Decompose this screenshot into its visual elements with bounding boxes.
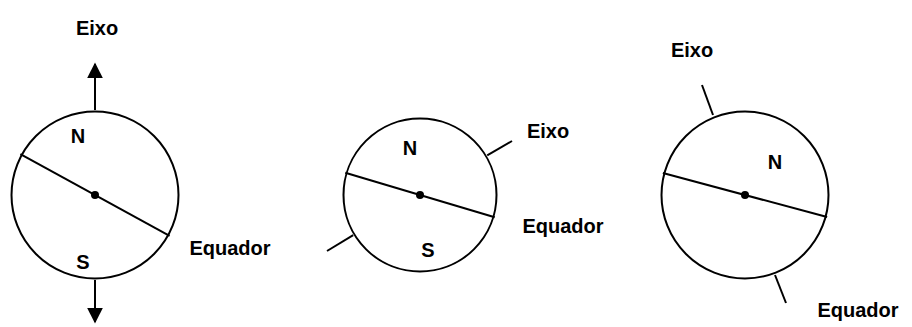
globe-circle: NS — [10, 110, 180, 280]
globe-circle: N — [660, 110, 830, 280]
globe-circle: NS — [342, 117, 498, 273]
hemisphere-label: S — [421, 240, 434, 260]
line-label: Eixo — [76, 18, 118, 38]
hemisphere-label: N — [768, 152, 782, 172]
line-label: Equador — [189, 238, 270, 258]
line-label: Eixo — [671, 40, 713, 60]
hemisphere-label: S — [76, 252, 89, 272]
line-label: Eixo — [527, 121, 569, 141]
circle-outline — [10, 110, 180, 280]
hemisphere-label: N — [71, 126, 85, 146]
line-label: Equador — [817, 300, 898, 320]
hemisphere-label: N — [403, 138, 417, 158]
circle-outline — [660, 110, 830, 280]
circle-outline — [342, 117, 498, 273]
line-label: Equador — [522, 216, 603, 236]
